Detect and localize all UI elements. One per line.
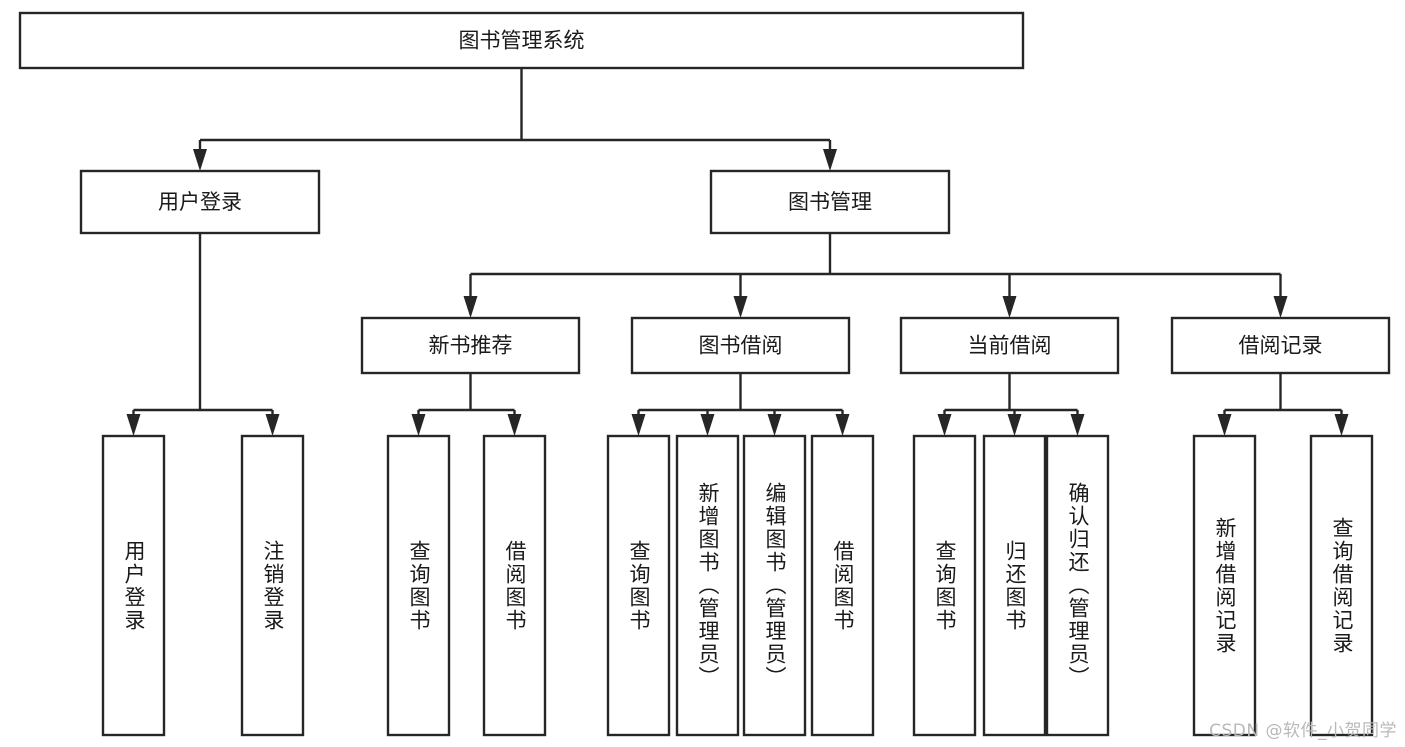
level3-node-label-2: 当前借阅: [968, 334, 1052, 358]
leaf-group-4-arrow-1-arrowhead: [1334, 414, 1349, 436]
root-node-label: 图书管理系统: [459, 29, 585, 53]
level2-to-level3-3-arrowhead: [1273, 296, 1288, 318]
leaf-group-2-arrow-2-arrowhead: [767, 414, 782, 436]
level2-node-box-0[interactable]: [79, 169, 321, 235]
level3-node-label-1: 图书借阅: [699, 334, 783, 358]
leaf-group-2-arrow-3-arrowhead: [835, 414, 850, 436]
leaf-group-1-arrow-0-arrowhead: [411, 414, 426, 436]
level3-node-box-2[interactable]: [899, 316, 1120, 375]
leaf-node-box-1[interactable]: [240, 434, 305, 737]
level2-node-label-0: 用户登录: [158, 190, 242, 214]
leaf-node-box-12[interactable]: [1309, 434, 1374, 737]
leaf-node-box-2[interactable]: [386, 434, 451, 737]
level3-node-box-3[interactable]: [1170, 316, 1391, 375]
level3-node-label-0: 新书推荐: [429, 334, 513, 358]
leaf-node-box-8[interactable]: [912, 434, 977, 737]
level3-node-box-1[interactable]: [630, 316, 851, 375]
leaf-node-box-6[interactable]: [742, 434, 807, 737]
leaf-group-1-arrow-1-arrowhead: [507, 414, 522, 436]
leaf-group-4-arrow-0-arrowhead: [1217, 414, 1232, 436]
root-to-level2-0-arrowhead: [193, 149, 207, 171]
leaf-group-3-arrow-2-arrowhead: [1070, 414, 1085, 436]
level2-to-level3-1-arrowhead: [733, 296, 748, 318]
level2-node-label-1: 图书管理: [788, 190, 872, 214]
leaf-group-0-arrow-0-arrowhead: [126, 414, 141, 436]
leaf-node-box-10[interactable]: [1045, 434, 1110, 737]
leaf-node-box-3[interactable]: [482, 434, 547, 737]
level2-to-level3-2-arrowhead: [1002, 296, 1017, 318]
level3-node-label-3: 借阅记录: [1239, 334, 1323, 358]
leaf-group-2-arrow-1-arrowhead: [700, 414, 715, 436]
level2-to-level3-0-arrowhead: [463, 296, 478, 318]
level3-node-box-0[interactable]: [360, 316, 581, 375]
csdn-watermark: CSDN @软件_小贺同学: [1209, 721, 1397, 741]
leaf-group-3-arrow-1-arrowhead: [1007, 414, 1022, 436]
leaf-group-3-arrow-0-arrowhead: [937, 414, 952, 436]
leaf-node-box-4[interactable]: [606, 434, 671, 737]
root-to-level2-1-arrowhead: [823, 149, 837, 171]
leaf-node-box-9[interactable]: [982, 434, 1047, 737]
level2-node-box-1[interactable]: [709, 169, 951, 235]
leaf-group-2-arrow-0-arrowhead: [631, 414, 646, 436]
leaf-group-0-arrow-1-arrowhead: [265, 414, 280, 436]
connector-lines: [126, 68, 1349, 436]
leaf-node-box-5[interactable]: [675, 434, 740, 737]
leaf-node-box-7[interactable]: [810, 434, 875, 737]
leaf-node-box-11[interactable]: [1192, 434, 1257, 737]
root-node-box[interactable]: [18, 11, 1025, 70]
node-boxes: [18, 11, 1391, 737]
leaf-node-box-0[interactable]: [101, 434, 166, 737]
